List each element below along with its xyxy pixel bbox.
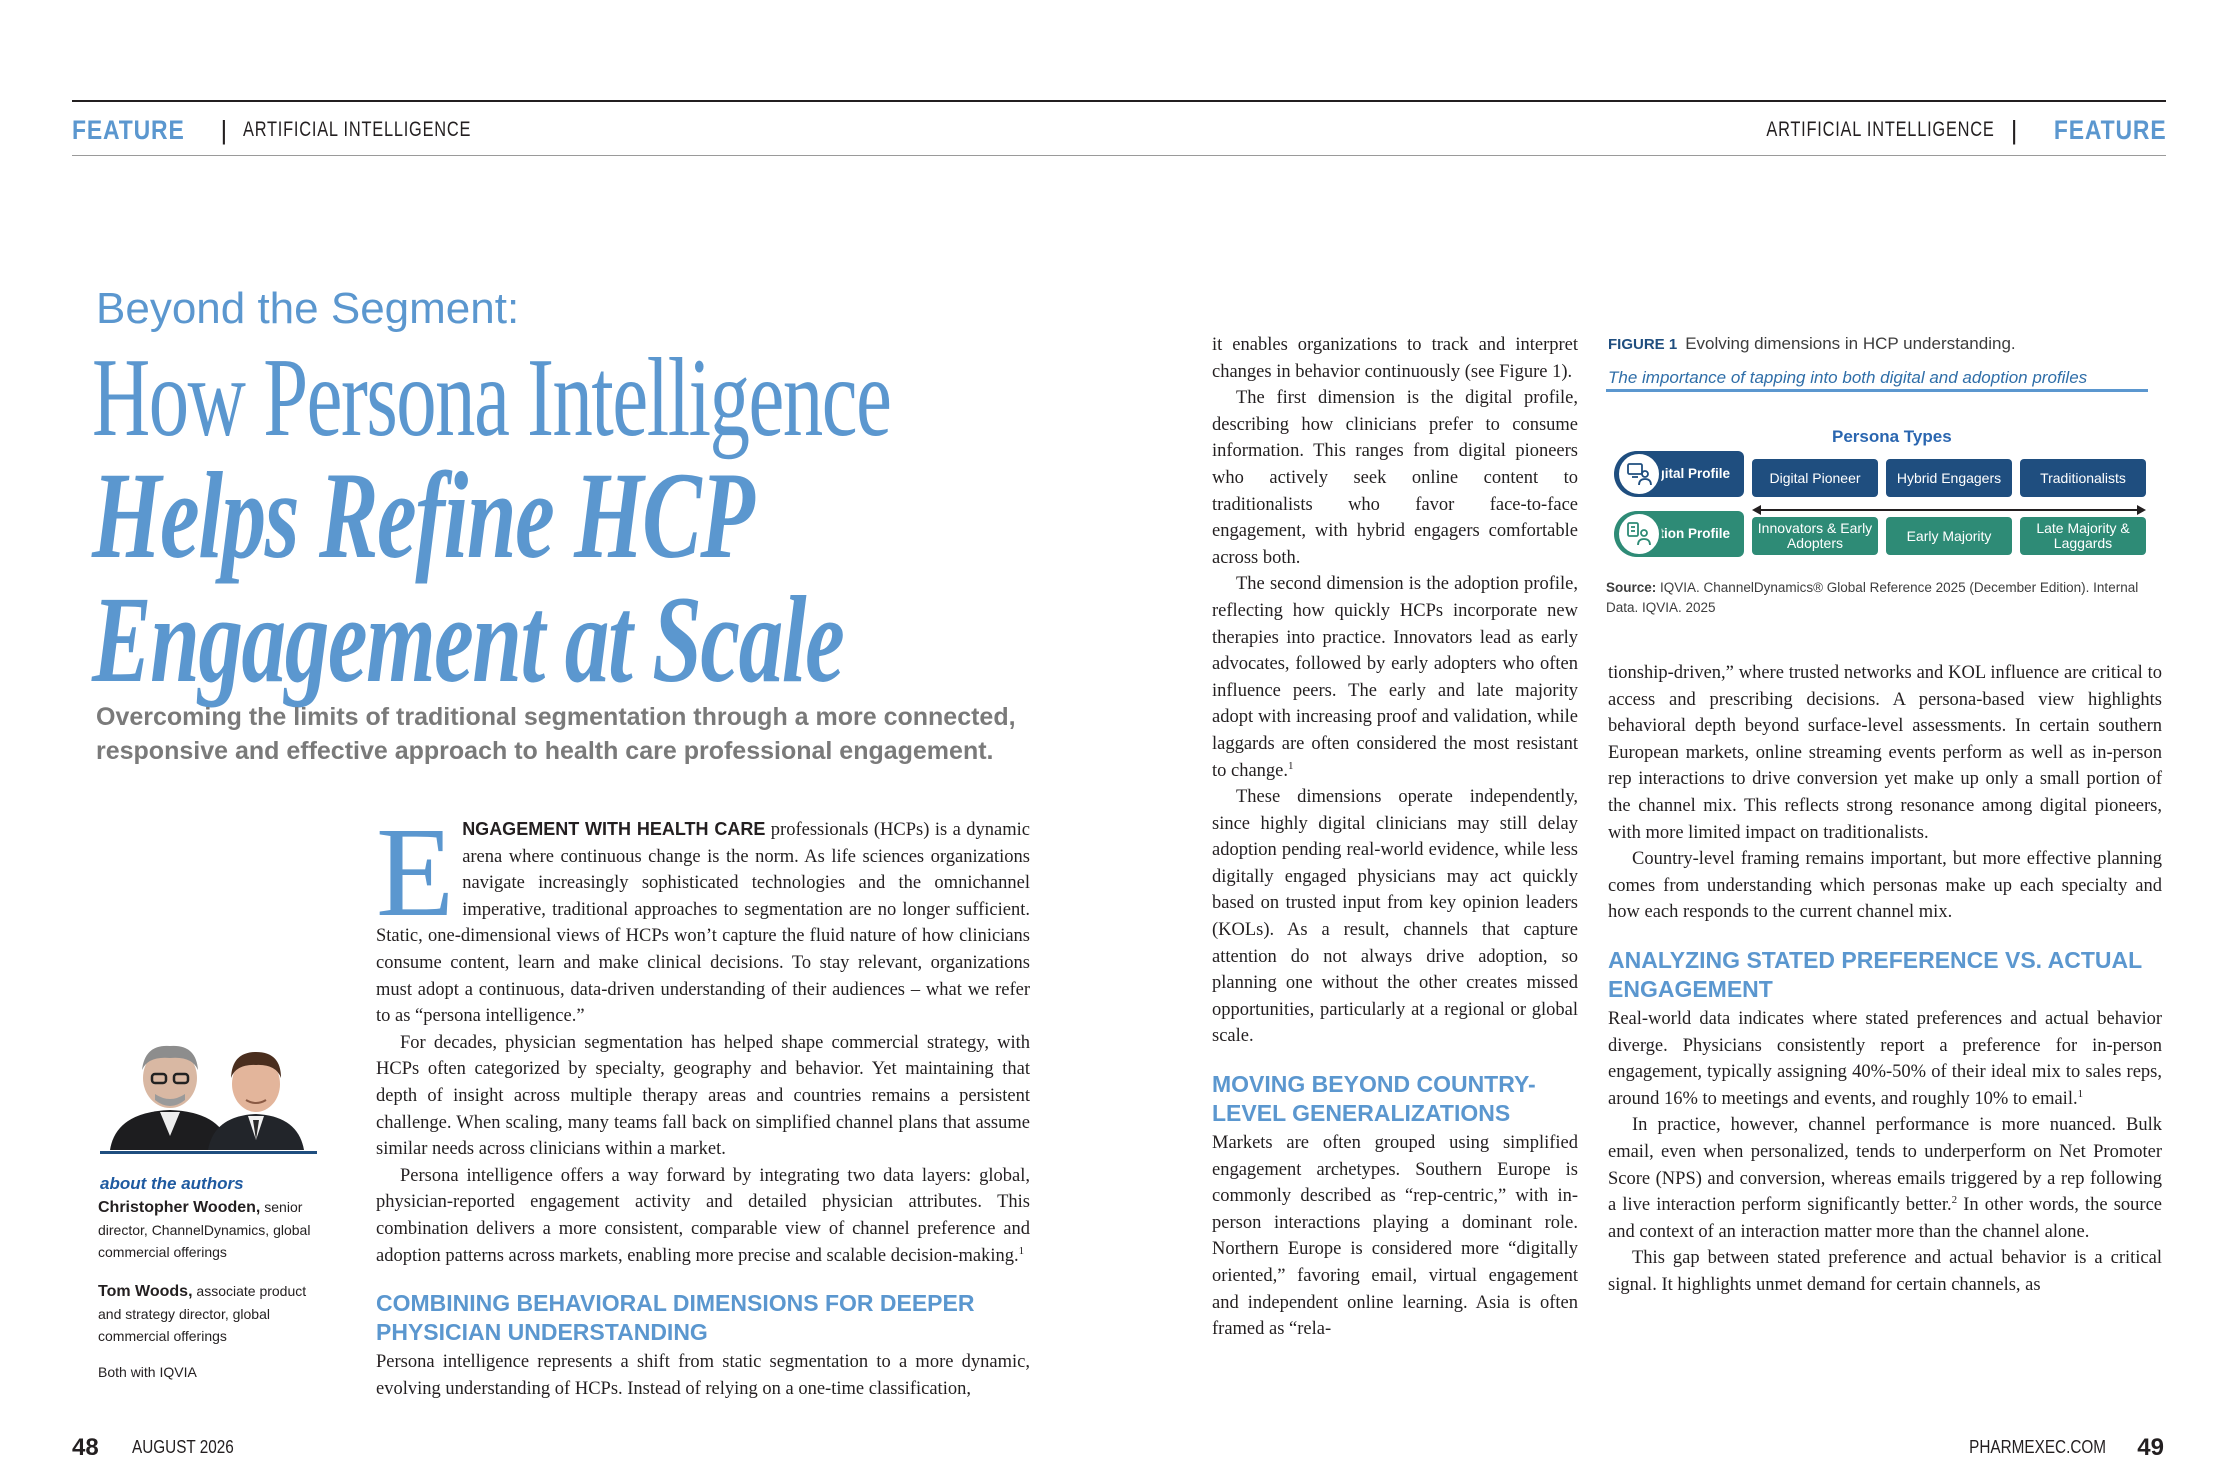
figure-rule [1606, 389, 2148, 392]
paragraph-text: professionals (HCPs) is a dynamic arena … [376, 820, 1031, 1027]
body-paragraph: tionship-driven,” where trusted networks… [1608, 663, 2162, 843]
right-running-header: ARTIFICIAL INTELLIGENCE | FEATURE [1702, 112, 2166, 148]
body-paragraph: Markets are often grouped using simplifi… [1212, 1133, 1578, 1340]
author-photo-rule [100, 1151, 317, 1154]
about-authors-heading: about the authors [100, 1174, 244, 1193]
body-paragraph: This gap between stated preference and a… [1608, 1248, 2162, 1295]
source-label: Source: [1606, 580, 1657, 595]
section-heading: COMBINING BEHAVIORAL DIMENSIONS FOR DEEP… [376, 1290, 975, 1346]
digital-profile-icon [1616, 451, 1662, 497]
topic-label: ARTIFICIAL INTELLIGENCE [1766, 118, 1995, 141]
section-heading: ANALYZING STATED PREFERENCE VS. ACTUAL E… [1608, 946, 2142, 1002]
page-number-right: 49 [2137, 1434, 2164, 1461]
paragraph-text: In practice, however, channel performanc… [1608, 1115, 2162, 1216]
body-paragraph: The second dimension is the adoption pro… [1212, 571, 1578, 784]
header-top-rule [72, 100, 2166, 102]
author-title: senior director, ChannelDynamics, global… [98, 1199, 311, 1260]
body-paragraph: Real-world data indicates where stated p… [1608, 1006, 2162, 1112]
body-paragraph: For decades, physician segmentation has … [376, 1032, 1030, 1160]
source-text: IQVIA. ChannelDynamics® Global Reference… [1606, 580, 2139, 615]
left-running-header: FEATURE | ARTIFICIAL INTELLIGENCE [72, 112, 536, 148]
article-title-line-2: Helps Refine HCP [92, 447, 755, 584]
author-title: associate product and strategy director,… [98, 1283, 307, 1344]
persona-box-innovators: Innovators & Early Adopters [1752, 517, 1878, 555]
persona-box-hybrid-engagers: Hybrid Engagers [1886, 459, 2012, 497]
footnote-ref: 1 [1288, 759, 1294, 772]
author-affiliation: Both with IQVIA [98, 1364, 197, 1380]
persona-box-digital-pioneer: Digital Pioneer [1752, 459, 1878, 497]
author-name: Christopher Wooden, [98, 1199, 261, 1216]
figure-source: Source: IQVIA. ChannelDynamics® Global R… [1606, 578, 2166, 618]
body-paragraph: These dimensions operate independently, … [1212, 787, 1578, 1047]
body-paragraph: Persona intelligence offers a way forwar… [376, 1163, 1030, 1269]
article-deck: Overcoming the limits of traditional seg… [96, 703, 1016, 765]
figure-subtitle: The importance of tapping into both digi… [1608, 368, 2088, 387]
paragraph-text: The second dimension is the adoption pro… [1212, 574, 1578, 781]
body-paragraph: Country-level framing remains important,… [1608, 849, 2162, 923]
persona-box-traditionalists: Traditionalists [2020, 459, 2146, 497]
body-paragraph: The first dimension is the digital profi… [1212, 388, 1578, 568]
body-paragraph: it enables organizations to track and in… [1212, 335, 1578, 382]
article-title-line-1: How Persona Intelligence [92, 336, 892, 460]
body-column-2: it enables organizations to track and in… [1212, 332, 1578, 1343]
article-kicker: Beyond the Segment: [96, 284, 520, 333]
issue-date: AUGUST 2026 [132, 1437, 234, 1457]
author-bio: Christopher Wooden, senior director, Cha… [98, 1196, 320, 1263]
persona-types-heading: Persona Types [1832, 427, 1952, 446]
persona-box-late-majority: Late Majority & Laggards [2020, 517, 2146, 555]
adoption-profile-icon [1616, 511, 1662, 557]
body-paragraph: Persona intelligence represents a shift … [376, 1352, 1030, 1399]
author-bio: Tom Woods, associate product and strateg… [98, 1280, 320, 1347]
author-name: Tom Woods, [98, 1283, 193, 1300]
paragraph-text: Persona intelligence offers a way forwar… [376, 1165, 1030, 1266]
page-number-left: 48 [72, 1434, 99, 1461]
website: PHARMEXEC.COM [1969, 1437, 2106, 1457]
body-column-3: tionship-driven,” where trusted networks… [1608, 660, 2162, 1298]
author-photos [100, 1040, 315, 1150]
figure-title-text: Evolving dimensions in HCP understanding… [1685, 334, 2016, 353]
paragraph-text: In other words, the source and context o… [1608, 1195, 2163, 1242]
header-bottom-rule [72, 155, 2166, 156]
body-paragraph: In practice, however, channel performanc… [1608, 1112, 2162, 1245]
header-separator: | [2010, 114, 2018, 145]
section-heading: MOVING BEYOND COUNTRY-LEVEL GENERALIZATI… [1212, 1071, 1536, 1127]
topic-label: ARTIFICIAL INTELLIGENCE [243, 118, 472, 141]
paragraph-text: Real-world data indicates where stated p… [1608, 1008, 2162, 1109]
header-separator: | [220, 114, 228, 145]
lead-in: NGAGEMENT WITH HEALTH CARE [462, 819, 766, 839]
footnote-ref: 1 [1018, 1244, 1025, 1257]
footnote-ref: 1 [2077, 1087, 2084, 1100]
double-arrow-icon [1752, 503, 2146, 521]
body-paragraph: E NGAGEMENT WITH HEALTH CARE professional… [376, 801, 1031, 1030]
drop-cap: E [376, 801, 455, 943]
body-column-1: E NGAGEMENT WITH HEALTH CARE professional… [376, 801, 1031, 1402]
section-label: FEATURE [72, 114, 185, 145]
figure-label: FIGURE 1 [1608, 336, 1678, 353]
footnote-ref: 2 [1951, 1193, 1958, 1206]
article-title-line-3: Engagement at Scale [92, 571, 845, 708]
figure-title: FIGURE 1 Evolving dimensions in HCP under… [1608, 334, 2016, 354]
persona-box-early-majority: Early Majority [1886, 517, 2012, 555]
section-label: FEATURE [2053, 114, 2166, 145]
